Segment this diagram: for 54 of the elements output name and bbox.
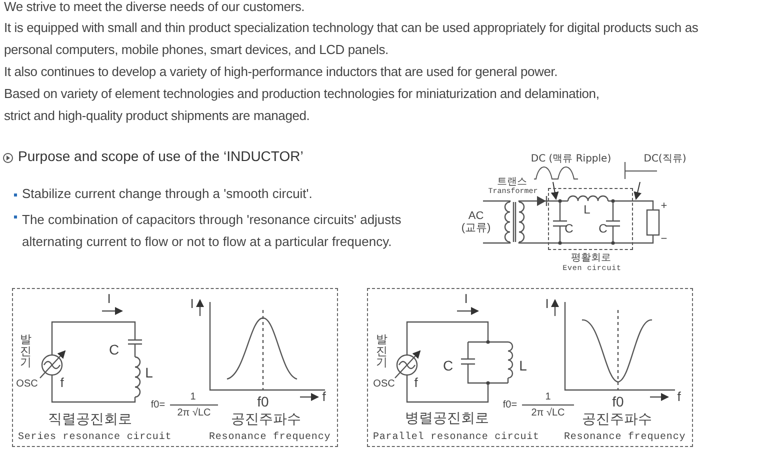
formula-text: 2π √LC — [531, 408, 565, 418]
component-label: C — [442, 358, 454, 374]
current-label: I — [464, 292, 468, 306]
section-heading: Purpose and scope of use of the ‘INDUCTOR’ — [18, 149, 304, 164]
axis-label: f — [322, 390, 326, 404]
oscillator-label: 발진기 — [376, 334, 388, 370]
component-label: C — [564, 222, 574, 236]
formula-text: f0= — [502, 400, 518, 410]
oscillator-label: OSC — [16, 378, 38, 390]
frequency-label: f — [414, 376, 418, 390]
polarity-sign: + — [660, 200, 668, 212]
formula-text: 1 — [190, 392, 196, 402]
leader-arrow — [550, 182, 559, 200]
dashed-panel — [12, 288, 338, 447]
component-label: C — [598, 222, 608, 236]
current-label: I — [107, 292, 111, 306]
intro-text: We strive to meet the diverse needs of our customers. — [4, 0, 305, 14]
panel-caption: Parallel resonance circuit — [373, 432, 540, 443]
intro-text: It also continues to develop a variety of high-performance inductors that are used for general power. — [4, 65, 558, 80]
oscillator-label: OSC — [373, 378, 395, 390]
axis-label: f — [677, 390, 681, 404]
component-label: L — [145, 365, 153, 381]
circuit-title: 병렬공진회로 — [405, 411, 489, 427]
axis-label: f0 — [257, 394, 269, 410]
formula-text: 2π √LC — [177, 408, 211, 418]
input-label: AC (교류) — [460, 210, 492, 234]
axis-label: I — [190, 296, 194, 312]
graph-title: 공진주파수 — [231, 412, 301, 428]
panel-caption: Resonance frequency — [564, 432, 686, 443]
panel-caption: Resonance frequency — [209, 432, 331, 443]
formula-text: f0= — [150, 400, 166, 410]
circuit-title: 직렬공진회로 — [48, 412, 132, 428]
bullet-text: The combination of capacitors through 'resonance circuits' adjusts alternating current to flow or not to flow at a particular frequency. — [22, 211, 402, 251]
component-label: 트랜스 — [497, 176, 527, 188]
component-label: C — [108, 342, 120, 358]
bullet-text: Stabilize current change through a 'smooth circuit'. — [22, 187, 312, 202]
dc-label: DC(직류) — [644, 154, 686, 164]
intro-text: strict and high-quality product shipments are managed. — [4, 109, 310, 124]
frequency-label: f — [60, 376, 64, 390]
intro-text: Based on variety of element technologies and production technologies for miniaturization and delamination, — [4, 87, 600, 102]
ripple-label: DC (맥류 Ripple) — [530, 154, 612, 164]
axis-label: I — [545, 296, 549, 312]
component-label: L — [584, 203, 590, 217]
circuit-title: 평활회로 — [571, 252, 611, 264]
panel-caption: Series resonance circuit — [18, 432, 172, 443]
intro-text: It is equipped with small and thin product specialization technology that can be used appropriately for digital products such as personal computers, mobile phones, smart devices, and LCD panels. — [4, 19, 700, 59]
dashed-panel — [367, 288, 693, 447]
leader-arrow — [634, 182, 642, 200]
component-label: L — [519, 358, 527, 374]
axis-label: f0 — [612, 394, 624, 410]
oscillator-label: 발진기 — [20, 334, 32, 370]
formula-text: 1 — [545, 392, 551, 402]
polarity-sign: − — [660, 232, 668, 246]
graph-title: 공진주파수 — [582, 412, 652, 428]
